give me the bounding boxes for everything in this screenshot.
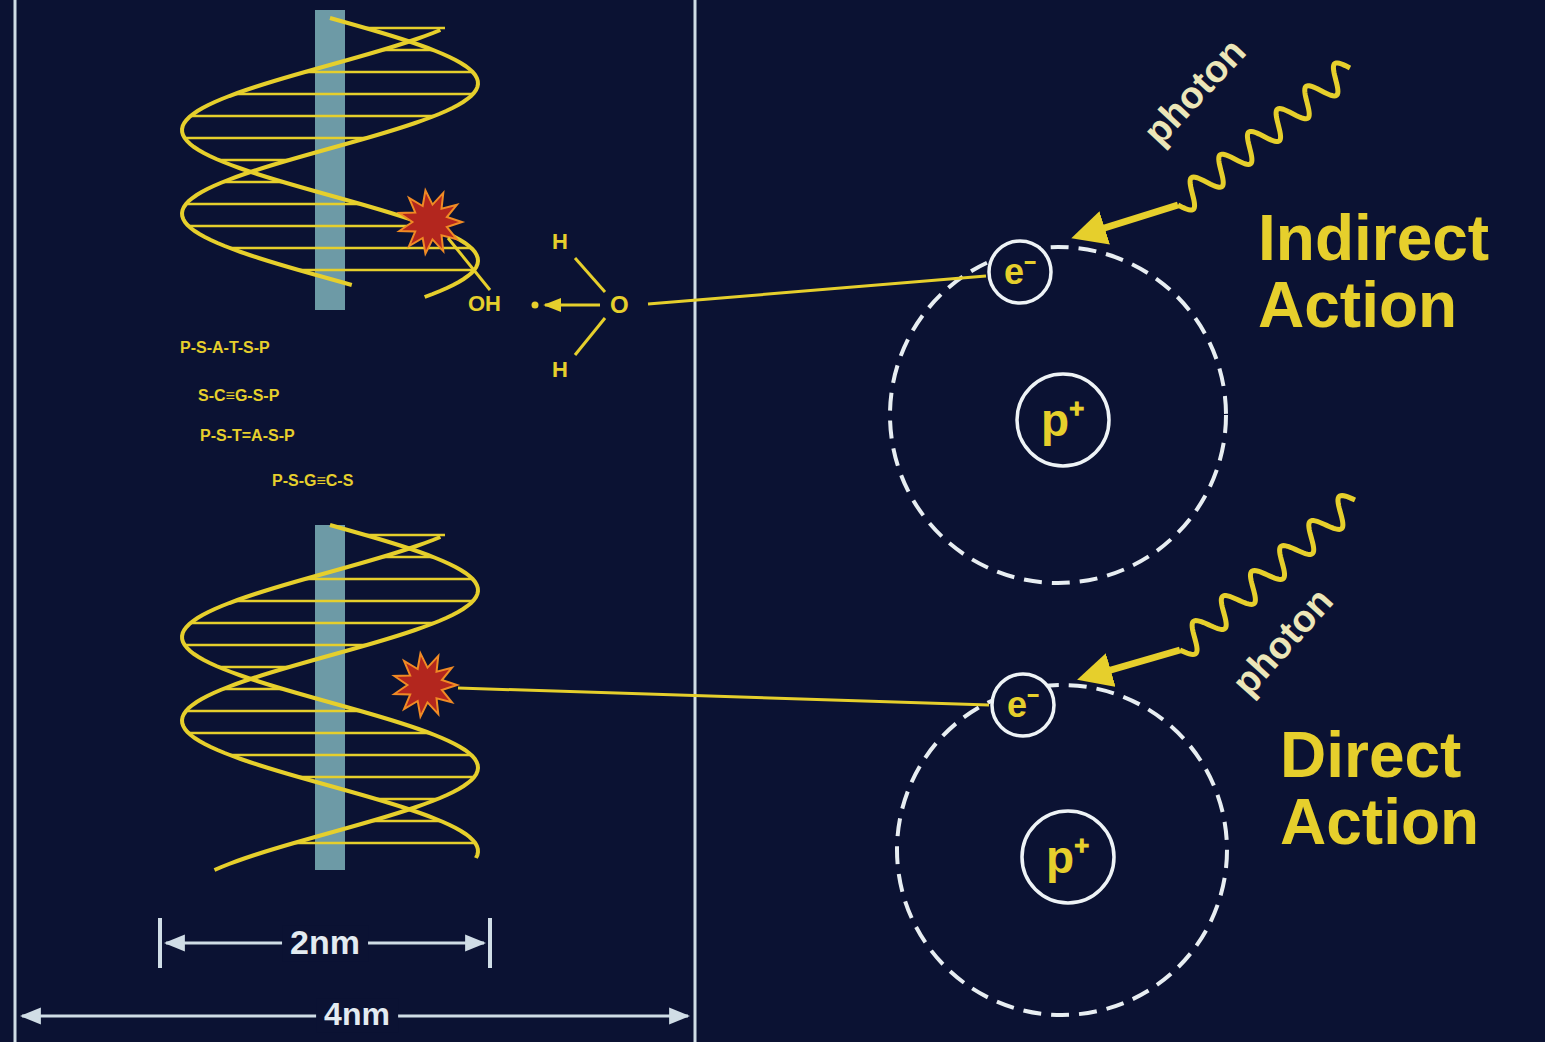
bond <box>575 258 605 292</box>
base-pair <box>191 622 435 625</box>
dimension-label: 4nm <box>316 998 398 1032</box>
leader-line <box>648 276 986 304</box>
atom-label: H <box>552 358 568 381</box>
base-pair <box>305 578 473 581</box>
base-pair <box>186 710 361 713</box>
base-pair <box>305 71 473 74</box>
base-pair <box>185 644 367 647</box>
circle-outline <box>992 674 1054 736</box>
dimension-tick <box>488 918 492 968</box>
base-sequence: P-S-G≡C-S <box>272 473 353 490</box>
dna-strand <box>182 525 478 858</box>
base-pair <box>235 600 473 603</box>
base-sequence: S-C≡G-S-P <box>198 388 279 405</box>
base-pair <box>223 688 283 691</box>
base-pair <box>372 820 441 823</box>
circle-outline <box>989 241 1051 303</box>
base-pair <box>185 137 367 140</box>
base-sequence: P-S-A-T-S-P <box>180 340 270 357</box>
base-pair <box>365 534 445 537</box>
dna-helix <box>182 18 478 870</box>
photon-arrow <box>1098 205 1178 230</box>
action-title: Indirect Action <box>1258 205 1533 339</box>
dna-strand <box>182 30 478 297</box>
base-pair <box>299 776 475 779</box>
base-pair <box>235 93 473 96</box>
axis-bar <box>315 10 345 310</box>
base-pair <box>188 732 429 735</box>
proton-circle: p⁺ <box>1020 809 1116 905</box>
base-pair <box>219 159 290 162</box>
base-pair <box>299 269 475 272</box>
leader-line <box>448 238 490 290</box>
photon-arrow <box>1104 650 1180 672</box>
proton-label: p⁺ <box>1041 397 1085 443</box>
proton-label: p⁺ <box>1046 834 1090 880</box>
bond <box>575 318 605 355</box>
base-pair <box>219 666 290 669</box>
dna-strand <box>182 537 478 870</box>
circle-outline <box>1022 811 1114 903</box>
atom-label: H <box>552 230 568 253</box>
base-pair <box>223 181 283 184</box>
action-title: Direct Action <box>1280 722 1530 856</box>
leader-line <box>458 688 989 705</box>
base-pair <box>382 556 433 559</box>
photon-label: photon <box>1137 31 1254 152</box>
base-pair <box>365 27 445 30</box>
base-pair <box>186 203 361 206</box>
base-pair <box>188 225 429 228</box>
base-pair <box>382 49 433 52</box>
orbit <box>897 685 1227 1015</box>
atom-label: O <box>610 292 629 317</box>
damage-burst <box>394 190 462 716</box>
radical-dot <box>532 302 539 309</box>
panel-line <box>14 0 17 1042</box>
base-pair <box>230 247 471 250</box>
electron-label: e⁻ <box>1007 687 1039 723</box>
dimension-label: 2nm <box>282 925 368 961</box>
base-pair <box>294 842 475 845</box>
electron-label: e⁻ <box>1004 254 1036 290</box>
dna-strand <box>182 18 478 285</box>
circle-outline <box>1017 374 1109 466</box>
proton-circle: p⁺ <box>1015 372 1111 468</box>
electron-circle: e⁻ <box>990 672 1056 738</box>
dimension-tick <box>158 918 162 968</box>
base-pair <box>191 115 435 118</box>
base-sequence: P-S-T=A-S-P <box>200 428 295 445</box>
photon-wave <box>1178 63 1355 655</box>
radical-label: OH <box>468 292 501 315</box>
damage-burst <box>394 653 457 716</box>
orbit <box>890 247 1226 583</box>
photon-label: photon <box>1225 581 1341 703</box>
panel-line <box>694 0 697 1042</box>
electron-circle: e⁻ <box>987 239 1053 305</box>
reaction-arrow <box>545 304 600 307</box>
base-pair <box>230 754 471 757</box>
base-pair <box>376 798 438 801</box>
